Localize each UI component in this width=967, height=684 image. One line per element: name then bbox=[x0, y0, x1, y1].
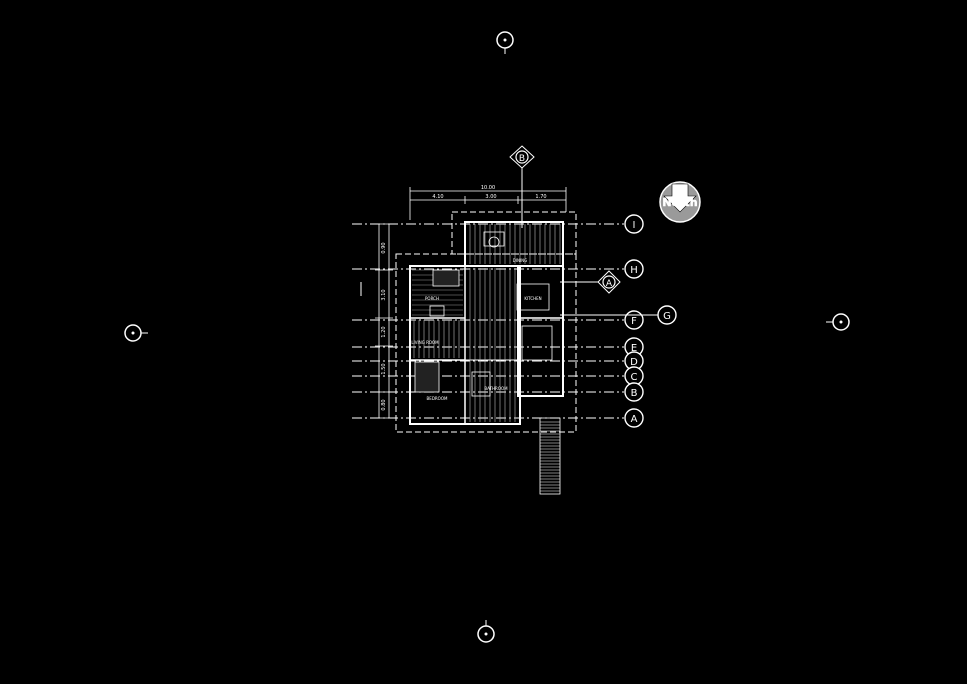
section-marker-top-label: B bbox=[519, 154, 525, 164]
section-marker-right-label: A bbox=[606, 279, 613, 289]
grid-label-D: D bbox=[630, 357, 638, 368]
room-label-kitchen: KITCHEN bbox=[524, 296, 541, 301]
entry-stairs[interactable] bbox=[539, 417, 561, 495]
north-label: North bbox=[662, 196, 697, 209]
dimension-segment-3: 1.70 bbox=[535, 194, 546, 200]
dimension-left-3: 1.20 bbox=[381, 326, 387, 337]
room-label-dining: DINING bbox=[513, 258, 528, 263]
dimension-left-1: 0.90 bbox=[381, 242, 387, 253]
dimension-overall: 10.00 bbox=[481, 185, 495, 191]
view-marker-top[interactable] bbox=[496, 31, 514, 54]
dimension-left-4: 1.50 bbox=[381, 363, 387, 374]
section-marker-top[interactable]: B bbox=[509, 145, 535, 228]
grid-label-B: B bbox=[631, 388, 638, 399]
dimension-lines bbox=[375, 187, 567, 419]
grid-bubble-I[interactable] bbox=[624, 214, 644, 234]
dimension-segment-1: 4.10 bbox=[432, 194, 443, 200]
dimension-left-5: 0.80 bbox=[381, 399, 387, 410]
grid-label-I: I bbox=[633, 220, 636, 231]
grid-label-C: C bbox=[631, 372, 638, 383]
room-label-porch: PORCH bbox=[425, 296, 439, 301]
grid-label-F: F bbox=[631, 316, 637, 327]
section-marker-right[interactable]: A bbox=[560, 270, 621, 294]
grid-bubble-G[interactable] bbox=[657, 305, 677, 325]
view-marker-left[interactable] bbox=[124, 324, 148, 342]
grid-bubble-B[interactable] bbox=[624, 382, 644, 402]
grid-label-A: A bbox=[631, 414, 638, 425]
view-marker-bottom[interactable] bbox=[477, 620, 495, 643]
room-label-bathroom: BATHROOM bbox=[484, 386, 508, 391]
room-label-bedroom: BEDROOM bbox=[427, 396, 448, 401]
building-walls bbox=[395, 211, 577, 433]
furniture bbox=[414, 231, 553, 397]
north-arrow-icon: North bbox=[659, 181, 701, 223]
dimension-segment-2: 3.00 bbox=[485, 194, 496, 200]
view-marker-right[interactable] bbox=[826, 313, 850, 331]
grid-bubble-H[interactable] bbox=[624, 259, 644, 279]
room-label-living: LIVING ROOM bbox=[411, 340, 439, 345]
grid-label-H: H bbox=[630, 265, 638, 276]
grid-bubble-A[interactable] bbox=[624, 408, 644, 428]
grid-label-G: G bbox=[663, 311, 671, 322]
grid-label-E: E bbox=[631, 343, 637, 354]
floor-tile-pattern bbox=[412, 224, 561, 422]
dimension-left-2: 3.10 bbox=[381, 289, 387, 300]
